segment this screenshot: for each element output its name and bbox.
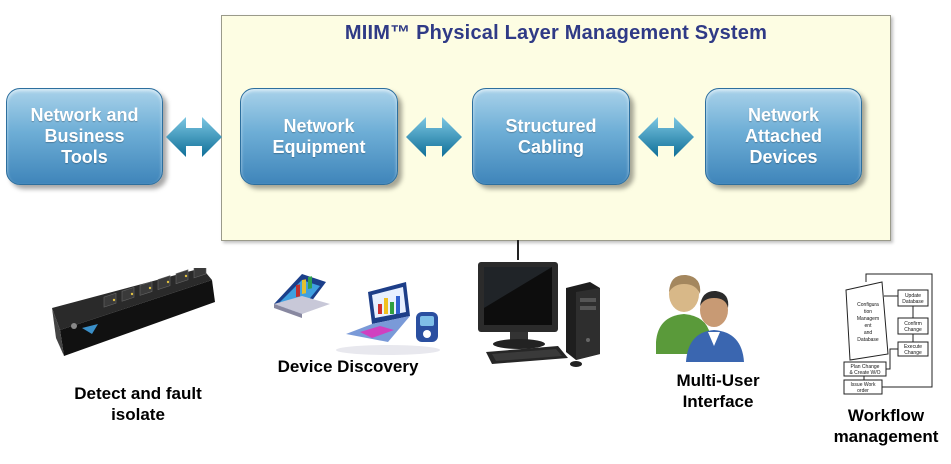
svg-text:Plan Change: Plan Change xyxy=(851,364,880,370)
svg-text:Confirm: Confirm xyxy=(904,321,922,327)
system-title: MIIM™ Physical Layer Management System xyxy=(344,22,768,44)
svg-text:Configura: Configura xyxy=(857,302,879,308)
svg-text:Database: Database xyxy=(857,337,879,343)
double-headed-arrow-icon xyxy=(638,117,694,157)
caption-workflow: Workflow management xyxy=(833,406,939,446)
svg-text:tion: tion xyxy=(864,309,872,315)
users-icon xyxy=(656,274,744,362)
svg-text:Update: Update xyxy=(905,293,921,299)
laptop-devices-icon xyxy=(274,274,440,355)
svg-text:ent: ent xyxy=(865,323,873,329)
svg-text:Database: Database xyxy=(902,299,924,305)
network-business-tools-box[interactable]: Network and Business Tools xyxy=(6,88,163,185)
caption-multi-user: Multi-User Interface xyxy=(676,371,760,411)
svg-text:and: and xyxy=(864,330,873,336)
double-headed-arrow-icon xyxy=(166,117,222,157)
connector-line xyxy=(517,240,519,260)
svg-text:& Create W/O: & Create W/O xyxy=(849,370,880,376)
svg-text:order: order xyxy=(857,388,869,394)
caption-detect-fault: Detect and fault isolate xyxy=(74,384,202,424)
desktop-computer-icon xyxy=(478,262,600,367)
svg-text:Change: Change xyxy=(904,350,922,356)
network-equipment-box[interactable]: Network Equipment xyxy=(240,88,398,185)
network-attached-devices-box[interactable]: Network Attached Devices xyxy=(705,88,862,185)
svg-text:Change: Change xyxy=(904,327,922,333)
patch-panel-icon xyxy=(52,268,215,356)
svg-text:Managem: Managem xyxy=(857,316,879,322)
caption-device-discovery: Device Discovery xyxy=(277,357,419,376)
svg-text:Issue Work: Issue Work xyxy=(851,382,876,388)
double-headed-arrow-icon xyxy=(406,117,462,157)
svg-text:Execute: Execute xyxy=(904,344,922,350)
workflow-diagram-icon: Configura tion Managem ent and Database … xyxy=(843,273,933,395)
structured-cabling-box[interactable]: Structured Cabling xyxy=(472,88,630,185)
